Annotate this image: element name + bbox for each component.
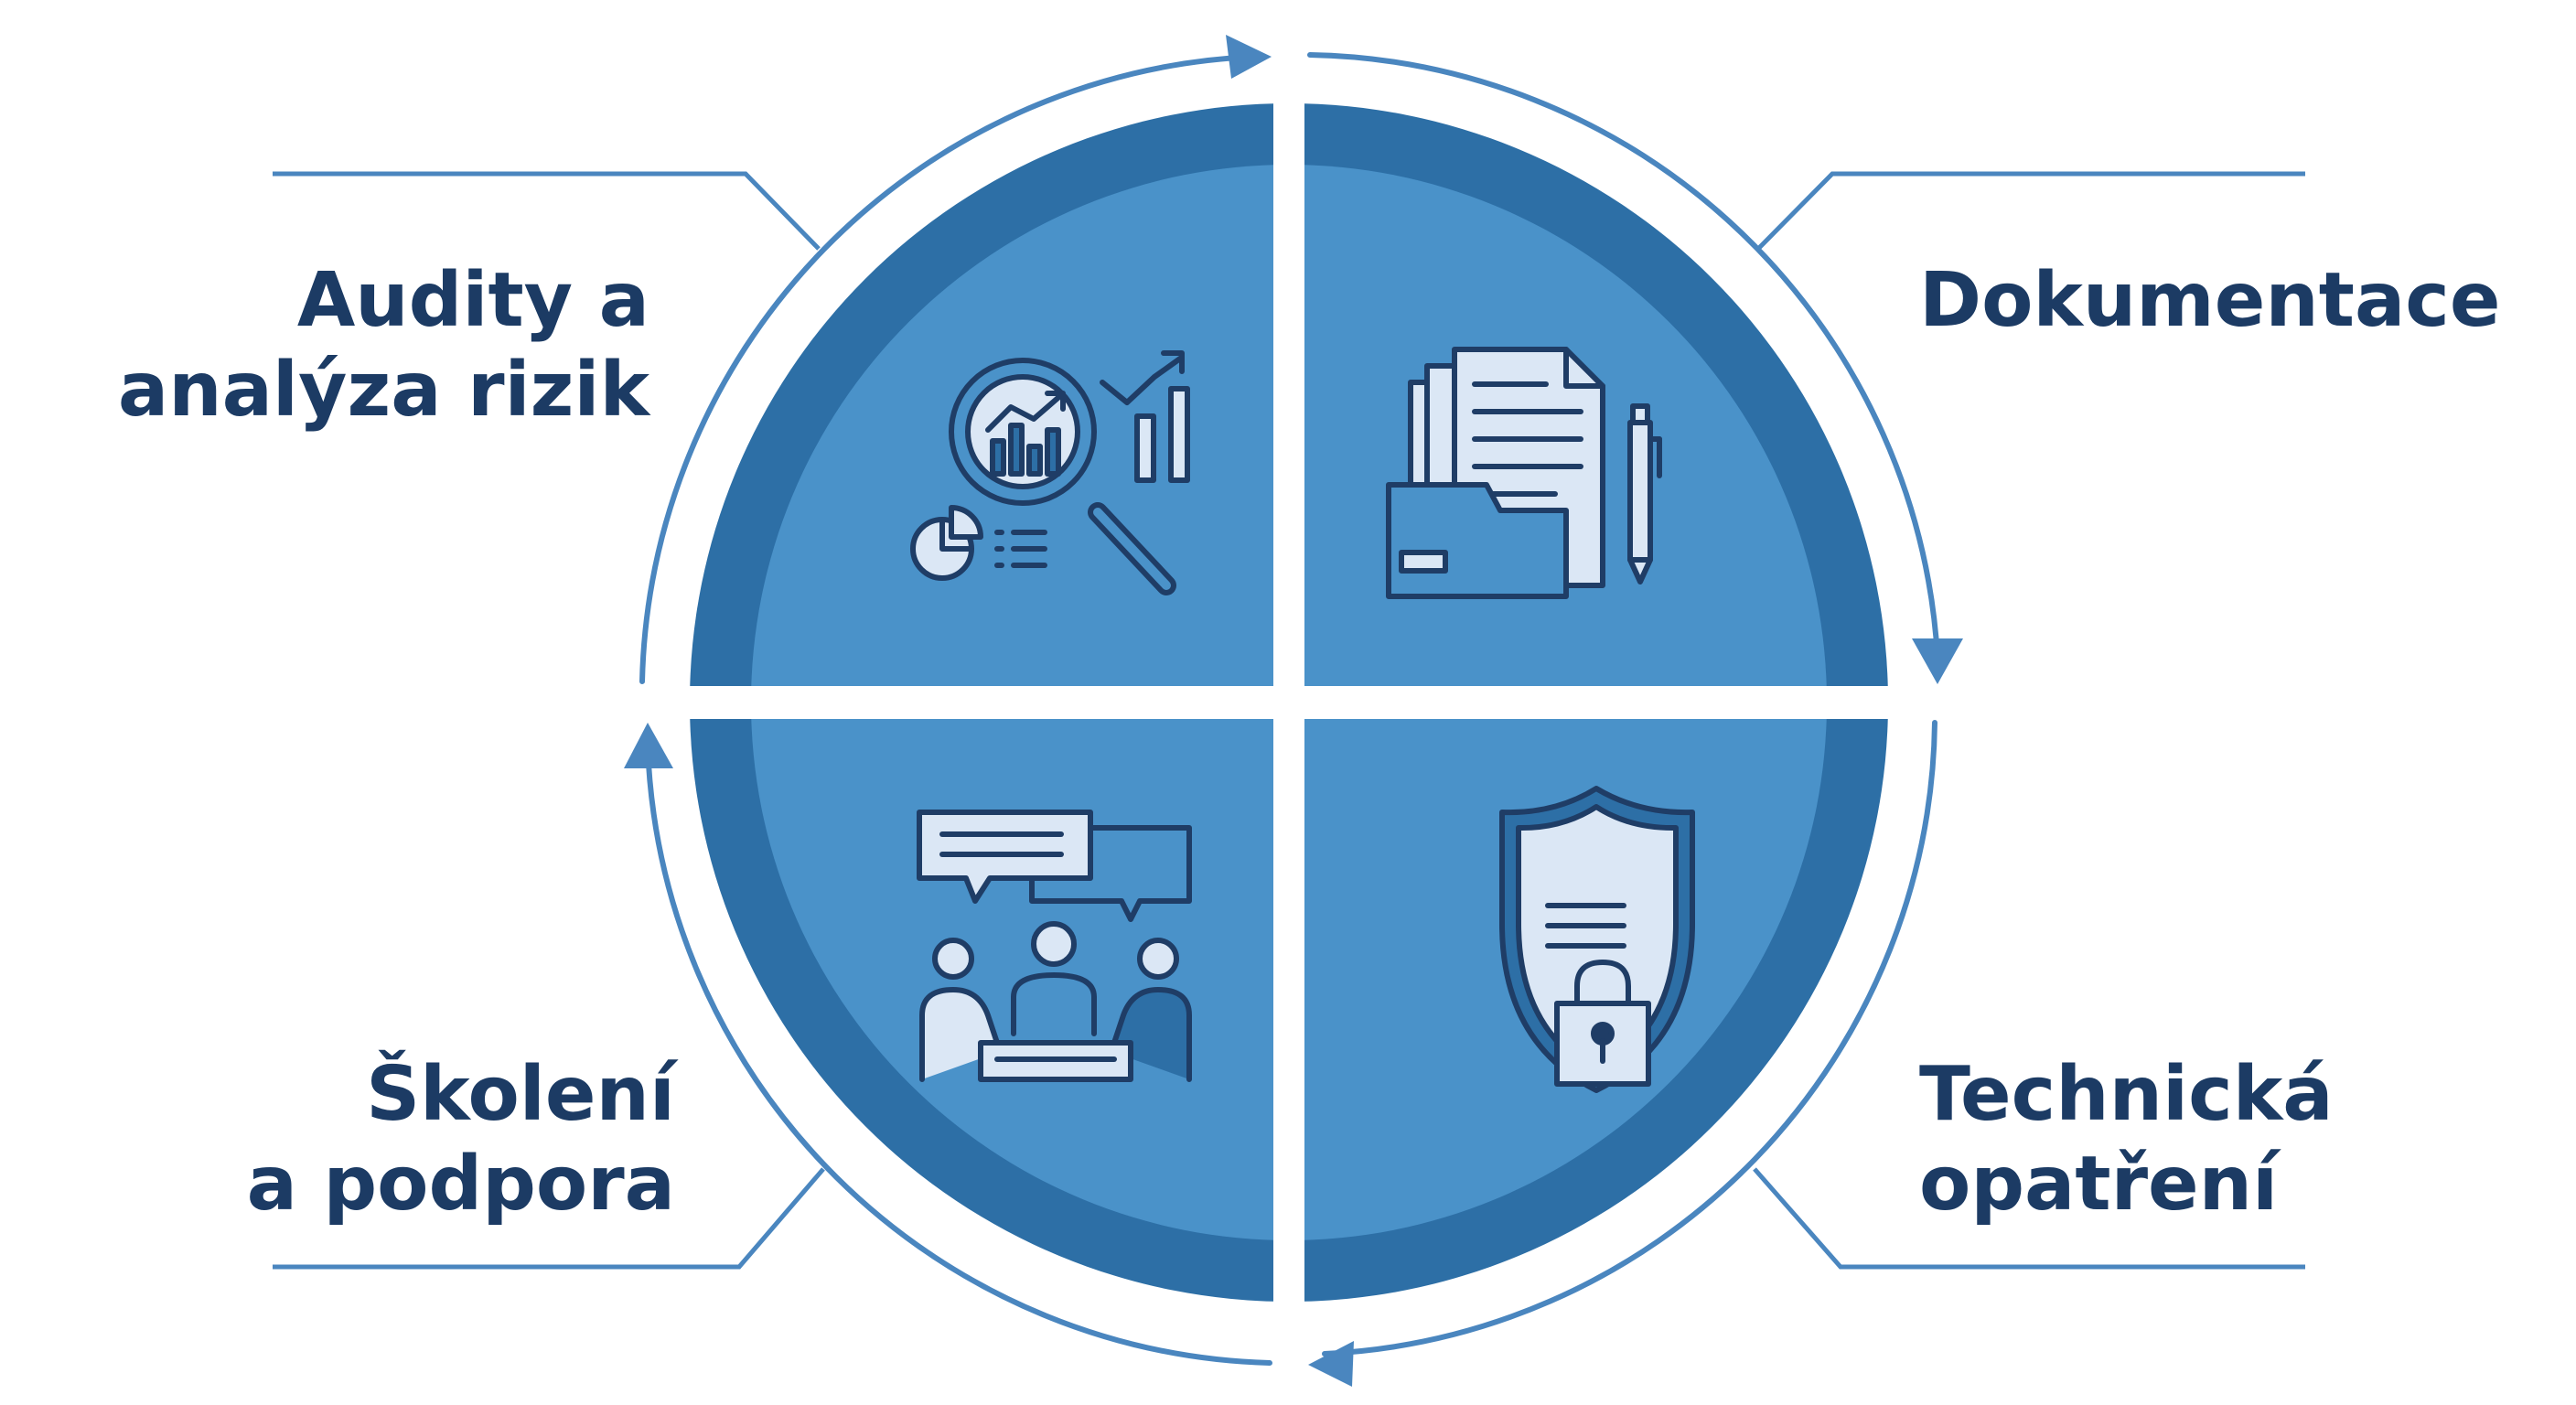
label-bottom-left-line1: Školení bbox=[366, 1051, 675, 1138]
cycle-arc-top-right bbox=[1307, 52, 1940, 660]
label-bottom-left: Školení a podpora bbox=[247, 1050, 675, 1229]
arrowheads bbox=[624, 35, 1963, 1387]
callout-lines bbox=[273, 171, 2305, 1270]
callout-line-top-left bbox=[273, 171, 821, 251]
callout-line-bottom-left bbox=[273, 1167, 825, 1270]
label-top-right: Dokumentace bbox=[1919, 256, 2501, 346]
label-bottom-left-line2: a podpora bbox=[246, 1141, 675, 1228]
cycle-arrows bbox=[639, 52, 1940, 1366]
label-top-left-line2: analýza rizik bbox=[117, 347, 649, 434]
down-arrow-icon bbox=[1912, 638, 1963, 684]
magnifier-chart-icon bbox=[910, 350, 1190, 595]
team-meeting-icon bbox=[917, 810, 1192, 1082]
callout-line-top-right bbox=[1756, 171, 2305, 251]
up-arrow-icon bbox=[624, 723, 673, 768]
label-bottom-right: Technická opatření bbox=[1919, 1050, 2334, 1229]
cycle-arc-top-left bbox=[639, 54, 1256, 684]
shield-lock-icon bbox=[1499, 786, 1695, 1093]
cycle-arc-bottom-right bbox=[1322, 720, 1937, 1357]
circle-quadrants bbox=[690, 103, 1888, 1302]
right-arrow-icon bbox=[1226, 35, 1272, 79]
label-bottom-right-line2: opatření bbox=[1919, 1141, 2279, 1228]
callout-line-bottom-right bbox=[1753, 1167, 2305, 1270]
documents-folder-icon bbox=[1386, 347, 1662, 599]
left-arrow-icon bbox=[1308, 1341, 1354, 1387]
label-bottom-right-line1: Technická bbox=[1919, 1051, 2334, 1138]
label-top-left-line1: Audity a bbox=[296, 257, 649, 344]
label-top-right-line1: Dokumentace bbox=[1919, 257, 2501, 344]
label-top-left: Audity a analýza rizik bbox=[118, 256, 649, 435]
cycle-arc-bottom-left bbox=[645, 743, 1272, 1366]
